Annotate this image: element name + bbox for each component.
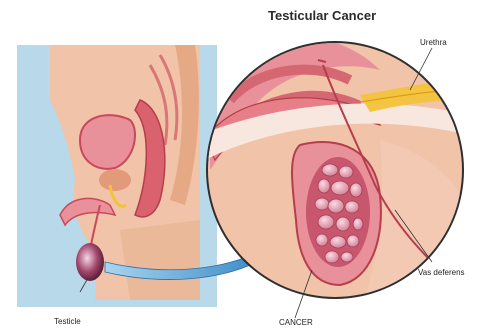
label-testicle: Testicle — [54, 317, 81, 326]
label-cancer: CANCER — [279, 318, 313, 327]
label-urethra: Urethra — [420, 38, 447, 47]
testicle-shape — [76, 243, 104, 281]
diagram-title: Testicular Cancer — [268, 8, 376, 23]
label-vas-deferens: Vas deferens — [418, 268, 465, 277]
